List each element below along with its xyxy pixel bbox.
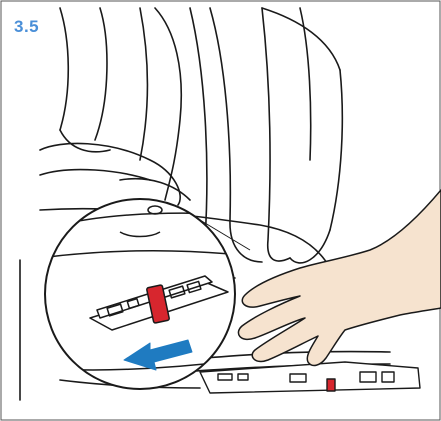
release-button-small (327, 379, 335, 391)
step-badge: 3.5 (6, 6, 52, 36)
step-number: 3.5 (14, 17, 39, 37)
